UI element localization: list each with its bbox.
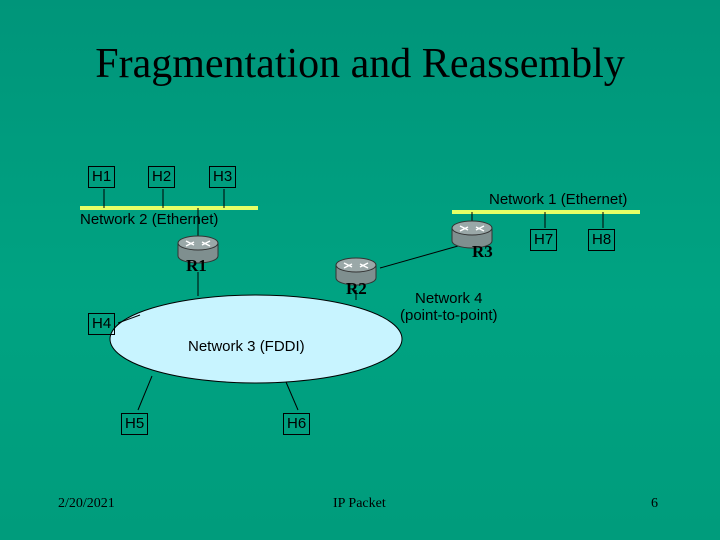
router-r1-label: R1 [186,256,207,275]
h4-ring-link [117,314,141,324]
host-h1: H1 [88,166,116,188]
router-r1-icon [177,235,219,264]
host-h6: H6 [283,413,311,435]
network-4-link [379,245,459,269]
host-h4: H4 [88,313,116,335]
network-3-label: Network 3 (FDDI) [188,338,305,355]
slide-title: Fragmentation and Reassembly [95,41,625,87]
router-r3-label: R3 [472,242,493,261]
network-4-name: Network 4 [415,290,483,307]
host-h8: H8 [588,229,616,251]
host-h3: H3 [209,166,237,188]
router-r2-icon [335,257,377,286]
host-h7: H7 [530,229,558,251]
fddi-ring [109,294,403,384]
slide-date: 2/20/2021 [58,496,115,511]
slide-page-number: 6 [651,496,658,511]
router-r2-label: R2 [346,279,367,298]
network-4-type: (point-to-point) [400,307,498,324]
network-2-label: Network 2 (Ethernet) [80,211,219,228]
router-r3-icon [451,220,493,249]
h5-ring-link [137,375,153,411]
network-4-label: Network 4 (point-to-point) [400,290,498,324]
h6-ring-link [285,381,299,411]
slide-footer-title: IP Packet [333,496,386,511]
network-1-label: Network 1 (Ethernet) [489,191,628,208]
host-h2: H2 [148,166,176,188]
host-h5: H5 [121,413,149,435]
